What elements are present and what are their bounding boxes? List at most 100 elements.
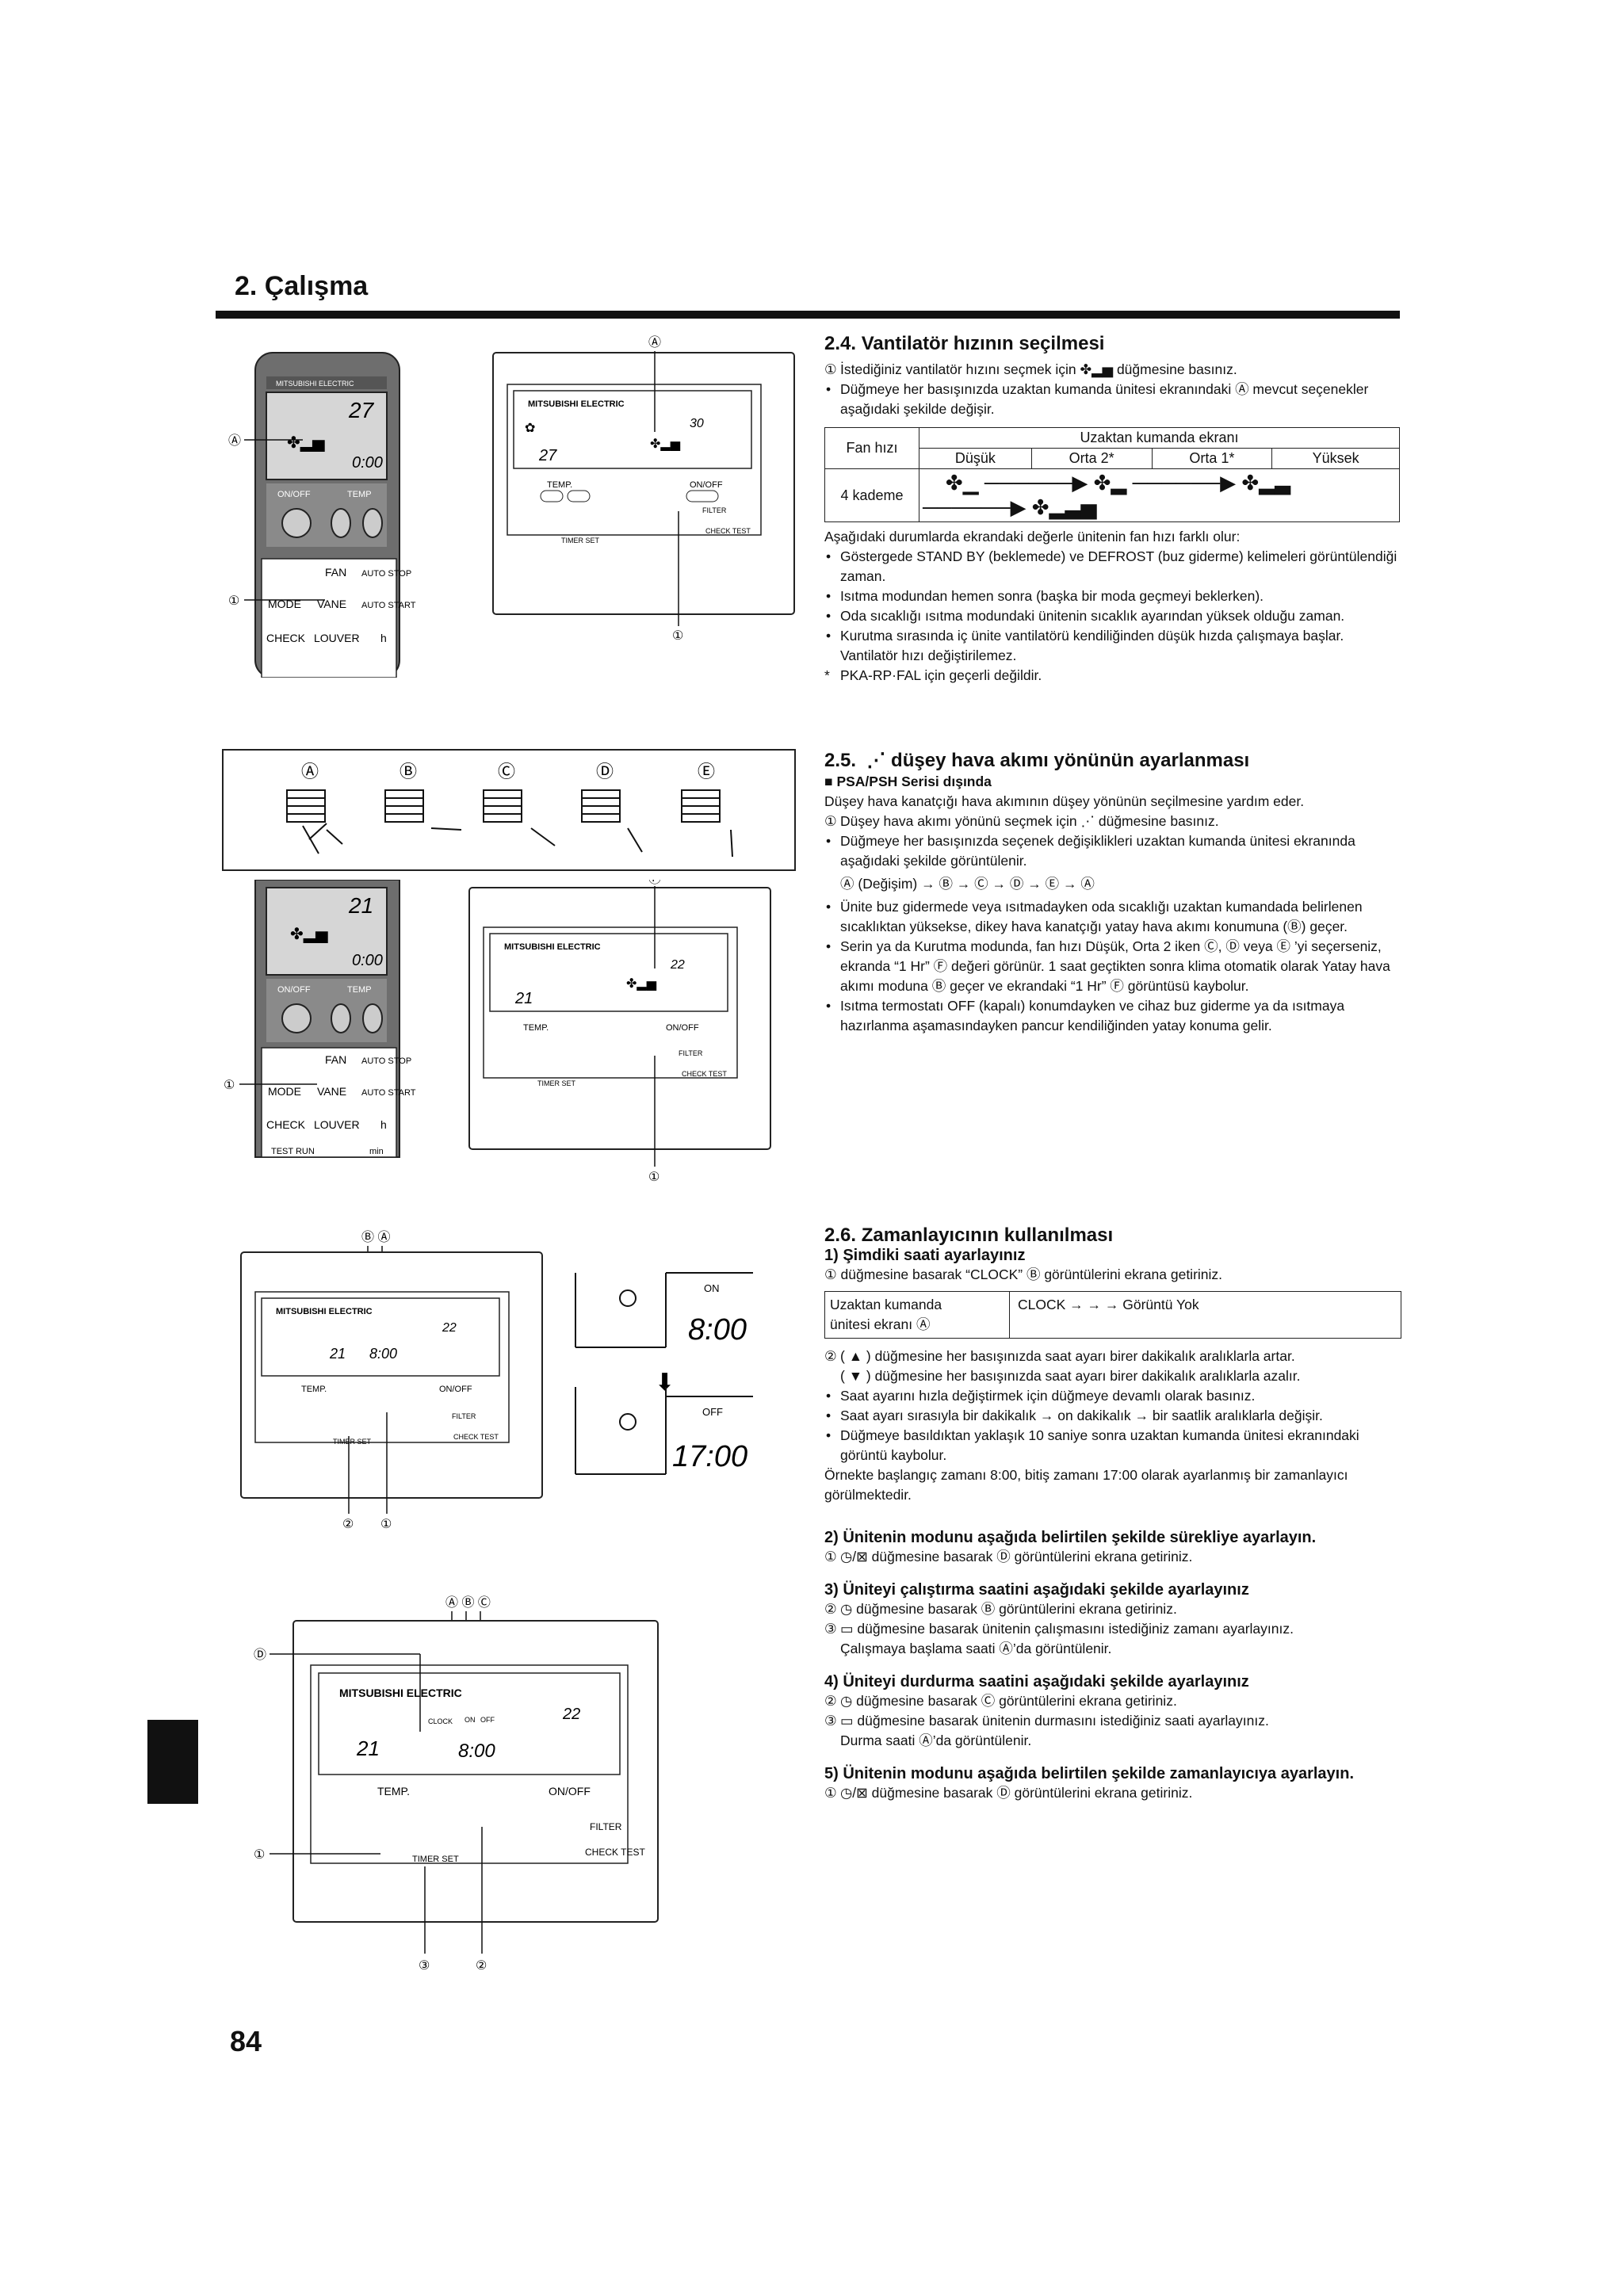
s26-sub2: 2) Ünitenin modunu aşağıda belirtilen şe… [824, 1529, 1317, 1546]
svg-text:8:00: 8:00 [688, 1313, 747, 1347]
svg-text:CHECK TEST: CHECK TEST [705, 527, 751, 535]
svg-text:MODE: MODE [268, 598, 301, 610]
heading-2-6: 2.6. Zamanlayıcının kullanılması [824, 1224, 1114, 1246]
s24-bullet: Kurutma sırasında iç ünite vantilatörü k… [824, 626, 1400, 666]
svg-text:CHECK TEST: CHECK TEST [682, 1070, 727, 1078]
svg-text:TIMER SET: TIMER SET [333, 1438, 372, 1446]
svg-text:ON: ON [465, 1716, 476, 1724]
section-2-5: 2.5. ⋰ düşey hava akımı yönünün ayarlanm… [824, 749, 1400, 1036]
svg-text:AUTO START: AUTO START [361, 601, 416, 610]
wired-controller: MITSUBISHI ELECTRIC ✿ 27 30 ✤▂▅ TEMP. ON… [492, 352, 795, 615]
heading-2-5: 2.5. ⋰ düşey hava akımı yönünün ayarlanm… [824, 750, 1250, 771]
svg-text:22: 22 [562, 1706, 580, 1723]
svg-text:MITSUBISHI ELECTRIC: MITSUBISHI ELECTRIC [276, 1307, 373, 1316]
svg-text:LOUVER: LOUVER [314, 632, 360, 644]
svg-text:TEMP.: TEMP. [301, 1385, 327, 1394]
svg-text:ON/OFF: ON/OFF [690, 480, 723, 490]
callout-1-timer: ① [254, 1848, 265, 1862]
vane-figure: 21 0:00 ✤▂▅ ON/OFF TEMP FAN AUTO STOP MO… [224, 880, 771, 1184]
s26-sub3: 3) Üniteyi çalıştırma saatini aşağıdaki … [824, 1581, 1249, 1599]
callout-d-timer: Ⓓ [254, 1648, 266, 1662]
s25-intro: Düşey hava kanatçığı hava akımının düşey… [824, 793, 1305, 809]
callout-f: Ⓕ [648, 880, 661, 886]
svg-text:ON/OFF: ON/OFF [277, 985, 311, 995]
section-2-6: 2.6. Zamanlayıcının kullanılması 1) Şimd… [824, 1224, 1401, 1803]
svg-text:✤▂▅: ✤▂▅ [626, 977, 657, 991]
callout-2-clock: ② [342, 1518, 354, 1531]
svg-text:min: min [369, 1147, 384, 1156]
s26-bullet: Düğmeye basıldıktan yaklaşık 10 saniye s… [824, 1426, 1400, 1465]
s25-bullet: Ünite buz gidermede veya ısıtmadayken od… [824, 897, 1400, 937]
svg-text:TEMP: TEMP [347, 985, 372, 995]
svg-text:22: 22 [670, 958, 685, 972]
svg-text:TEMP.: TEMP. [547, 480, 572, 490]
svg-text:27: 27 [348, 398, 375, 422]
s26-sub4-step3b: Durma saati Ⓐ’da görüntülenir. [840, 1733, 1032, 1748]
svg-text:22: 22 [442, 1321, 457, 1335]
s26-sub4: 4) Üniteyi durdurma saatini aşağıdaki şe… [824, 1673, 1249, 1690]
handheld-remote: MITSUBISHI ELECTRIC 27 0:00 ✤▂▅ ON/OFF T… [254, 352, 416, 678]
heading-2-4: 2.4. Vantilatör hızının seçilmesi [824, 333, 1105, 354]
svg-text:TIMER SET: TIMER SET [561, 537, 600, 544]
section-title: 2. Çalışma [235, 271, 369, 301]
svg-text:AUTO STOP: AUTO STOP [361, 1056, 411, 1066]
vane-label-e: Ⓔ [698, 762, 715, 781]
svg-text:21: 21 [329, 1346, 346, 1362]
svg-text:CLOCK: CLOCK [428, 1717, 453, 1725]
svg-text:MITSUBISHI ELECTRIC: MITSUBISHI ELECTRIC [504, 942, 601, 952]
fan-speed-figure: MITSUBISHI ELECTRIC 27 0:00 ✤▂▅ ON/OFF T… [228, 335, 795, 678]
s26-step2b: ( ▼ ) düğmesine her basışınızda saat aya… [840, 1368, 1301, 1384]
vane-positions-box: Ⓐ Ⓑ Ⓒ Ⓓ Ⓔ [222, 749, 796, 871]
page-number: 84 [230, 2025, 262, 2057]
svg-text:CHECK TEST: CHECK TEST [585, 1847, 645, 1858]
wired-controller-2: MITSUBISHI ELECTRIC 21 22 ✤▂▅ TEMP. ON/O… [468, 887, 771, 1150]
s26-sub2-step: ①◷/⊠ düğmesine basarak Ⓓ görüntülerini e… [824, 1549, 1193, 1564]
s24-after-table: Aşağıdaki durumlarda ekrandaki değerle ü… [824, 529, 1241, 544]
svg-text:OFF: OFF [702, 1406, 723, 1418]
svg-text:FILTER: FILTER [679, 1049, 703, 1057]
title-rule [216, 311, 1400, 319]
svg-text:ON/OFF: ON/OFF [439, 1385, 472, 1394]
svg-text:FAN: FAN [325, 1053, 346, 1066]
callout-b-clock: Ⓑ Ⓐ [361, 1230, 390, 1244]
svg-text:TIMER SET: TIMER SET [412, 1855, 459, 1864]
s26-sub3-step3: ③▭ düğmesine basarak ünitenin çalışmasın… [824, 1621, 1294, 1637]
s24-note: *PKA-RP·FAL için geçerli değildir. [824, 667, 1042, 683]
svg-text:VANE: VANE [317, 598, 346, 610]
callout-1-clock: ① [380, 1518, 392, 1531]
svg-text:TEMP: TEMP [347, 490, 372, 499]
svg-text:30: 30 [690, 417, 704, 430]
fan-speed-table: Fan hızı Uzaktan kumanda ekranı Düşük Or… [824, 427, 1400, 522]
s26-sub4-step3: ③▭ düğmesine basarak ünitenin durmasını … [824, 1713, 1269, 1729]
svg-text:ON/OFF: ON/OFF [666, 1023, 699, 1033]
callout-1-remote: ① [228, 594, 239, 608]
callout-1-controller-2: ① [648, 1171, 659, 1184]
s25-bullet: Serin ya da Kurutma modunda, fan hızı Dü… [824, 937, 1400, 996]
svg-text:27: 27 [538, 447, 557, 464]
clock-display-off: OFF 17:00 [575, 1387, 753, 1475]
svg-text:FILTER: FILTER [702, 506, 727, 514]
svg-text:0:00: 0:00 [352, 952, 383, 969]
s25-sequence: Ⓐ (Değişim) → Ⓑ → Ⓒ → Ⓓ → Ⓔ → Ⓐ [840, 876, 1095, 892]
vane-label-d: Ⓓ [596, 762, 614, 781]
svg-text:21: 21 [348, 893, 373, 918]
wired-controller-4: MITSUBISHI ELECTRIC 21 8:00 22 CLOCK ON … [292, 1620, 659, 1923]
vane-label-b: Ⓑ [400, 762, 417, 781]
clock-figure: Ⓑ Ⓐ MITSUBISHI ELECTRIC 21 8:00 22 TEMP.… [240, 1230, 753, 1531]
svg-text:ON: ON [704, 1282, 720, 1294]
callout-a-controller: Ⓐ [648, 335, 661, 350]
callout-2-timer: ② [476, 1959, 487, 1973]
svg-text:CHECK: CHECK [266, 1118, 306, 1131]
s26-sub3-step3b: Çalışmaya başlama saati Ⓐ’da görüntüleni… [840, 1641, 1112, 1656]
s26-step2a: ②( ▲ ) düğmesine her basışınızda saat ay… [824, 1348, 1295, 1364]
svg-text:VANE: VANE [317, 1085, 346, 1098]
callout-abc-timer: Ⓐ Ⓑ Ⓒ [445, 1595, 491, 1610]
vane-label-c: Ⓒ [498, 762, 515, 781]
s26-sub4-step2: ②◷ düğmesine basarak Ⓒ görüntülerini ekr… [824, 1693, 1177, 1709]
s26-example: Örnekte başlangıç zamanı 8:00, bitiş zam… [824, 1467, 1348, 1503]
svg-text:AUTO STOP: AUTO STOP [361, 569, 411, 579]
svg-text:✤▂▅: ✤▂▅ [650, 437, 681, 451]
svg-text:MITSUBISHI ELECTRIC: MITSUBISHI ELECTRIC [339, 1687, 462, 1699]
